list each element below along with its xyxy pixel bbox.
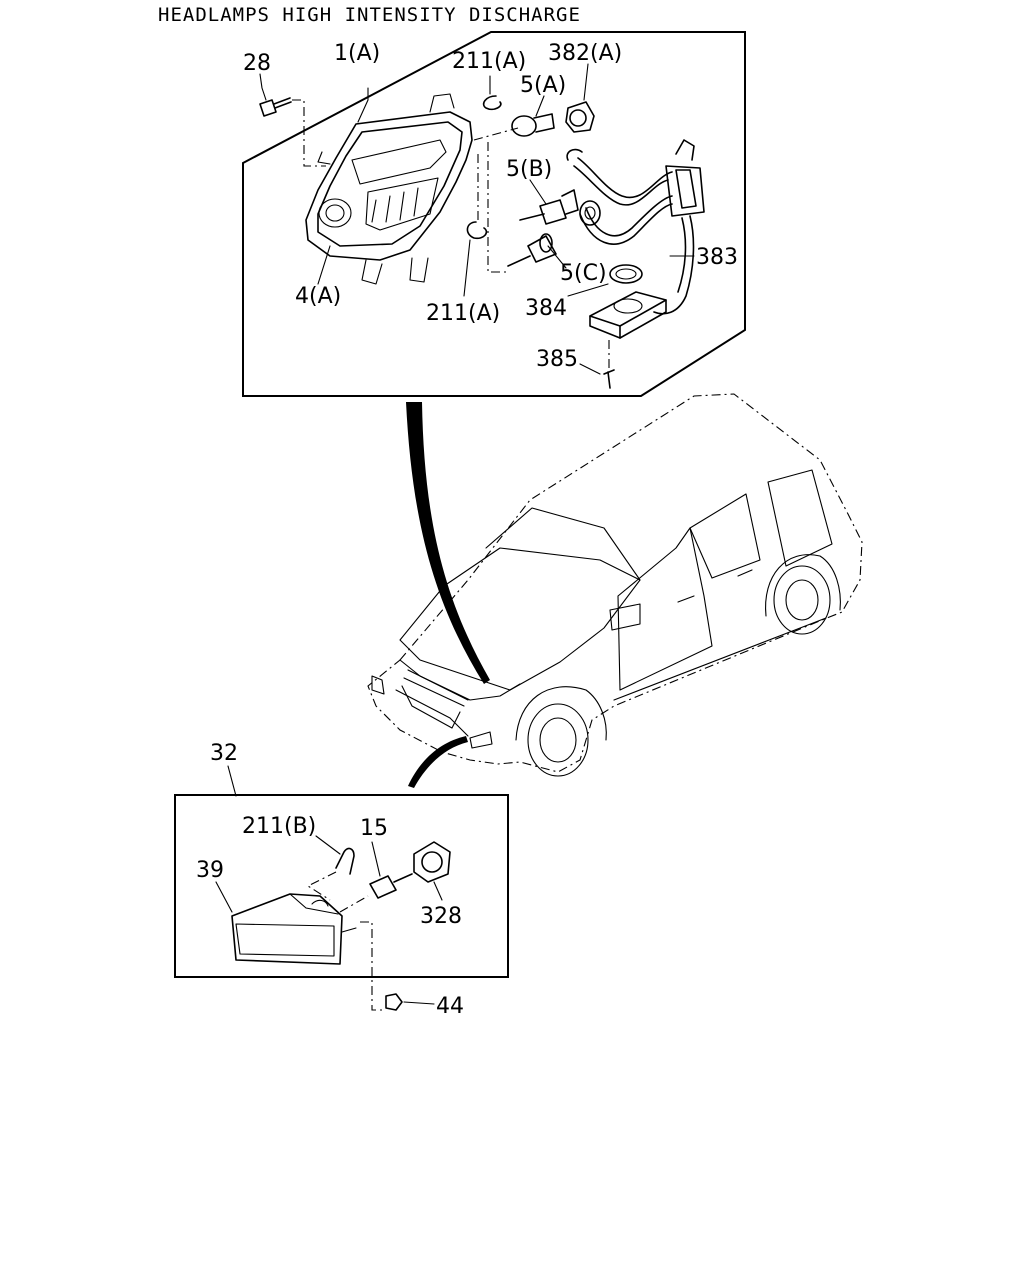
bulb-15-path <box>339 895 369 913</box>
screw-385 <box>603 369 615 389</box>
bulb-5c <box>507 233 557 267</box>
align-line-5c <box>487 142 508 273</box>
clip-211b <box>335 847 355 875</box>
foglamp-panel-frame <box>174 794 509 978</box>
callout-15: 15 <box>360 816 388 841</box>
callout-328: 328 <box>420 904 462 929</box>
leader-5a <box>535 95 545 117</box>
screw-28 <box>259 97 292 117</box>
headlamp-assembly <box>305 93 473 285</box>
callout-44: 44 <box>436 994 464 1019</box>
callout-28: 28 <box>243 51 271 76</box>
nut-44 <box>385 993 403 1011</box>
leader-211a-bottom <box>463 239 471 297</box>
diagram-title: HEADLAMPS HIGH INTENSITY DISCHARGE <box>158 4 581 26</box>
callout-5b: 5(B) <box>506 157 552 182</box>
leader-211b <box>315 835 341 855</box>
headlamp-panel-frame <box>242 31 746 397</box>
fog-lamp-39 <box>231 893 357 965</box>
clip-211a-lower <box>466 221 488 240</box>
ballast-unit <box>589 291 667 339</box>
callout-39: 39 <box>196 858 224 883</box>
leader-1a <box>357 87 369 123</box>
headlamp-reference-arrow <box>406 402 490 684</box>
callout-385: 385 <box>536 347 578 372</box>
callout-382a: 382(A) <box>548 41 622 66</box>
clip-211a-upper <box>482 95 502 111</box>
leader-39 <box>215 881 233 913</box>
leader-5b <box>529 179 547 205</box>
bulb-15 <box>369 873 413 899</box>
leader-44 <box>403 1001 435 1005</box>
callout-5c: 5(C) <box>560 261 607 286</box>
wiring-harness-383 <box>566 139 705 315</box>
bulb-5b <box>519 189 579 225</box>
callout-383: 383 <box>696 245 738 270</box>
socket-328 <box>413 841 451 883</box>
callout-384: 384 <box>525 296 567 321</box>
nut-44-path <box>360 921 386 1011</box>
leader-382a <box>583 63 589 101</box>
headlamp-detail-panel <box>242 31 746 397</box>
socket-382a <box>565 101 595 133</box>
leader-15 <box>371 841 381 877</box>
leader-384 <box>567 283 609 297</box>
align-line-5a <box>473 127 519 141</box>
callout-5a: 5(A) <box>520 73 566 98</box>
screw-28-path <box>292 99 326 167</box>
leader-32 <box>227 765 237 797</box>
seal-ring-384 <box>609 264 643 284</box>
foglamp-reference-arrow <box>408 736 468 788</box>
leader-385 <box>579 363 601 375</box>
leader-4a <box>317 245 331 285</box>
callout-1a: 1(A) <box>334 41 380 66</box>
bulb-5a <box>511 113 555 137</box>
callout-211b: 211(B) <box>242 814 316 839</box>
leader-28 <box>259 73 267 101</box>
foglamp-detail-panel <box>174 765 509 1011</box>
vehicle-illustration <box>367 393 863 777</box>
callout-32: 32 <box>210 741 238 766</box>
leader-328 <box>433 881 443 901</box>
callout-4a: 4(A) <box>295 284 341 309</box>
leader-5c <box>547 245 567 269</box>
callout-211a-top: 211(A) <box>452 49 526 74</box>
callout-211a-bottom: 211(A) <box>426 301 500 326</box>
